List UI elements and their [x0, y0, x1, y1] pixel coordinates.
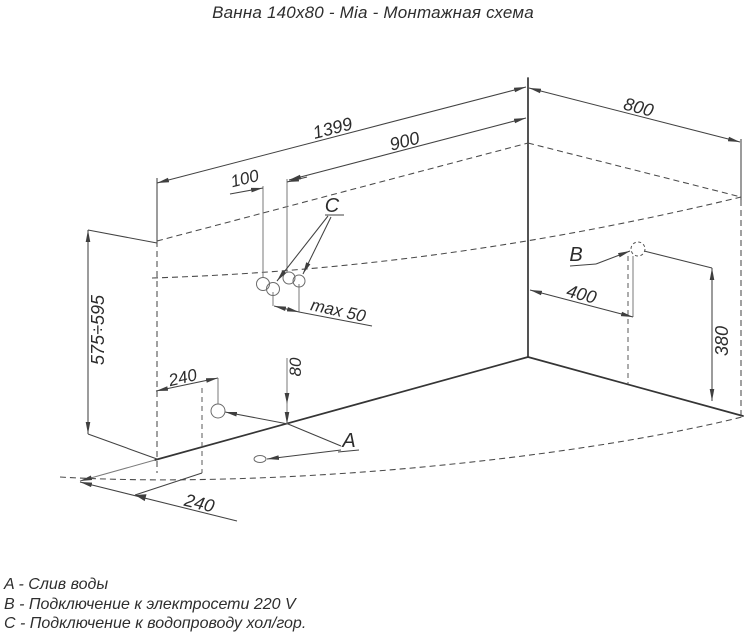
- drain-connection-icon: [210, 403, 226, 419]
- water-connection-icon: [266, 282, 280, 296]
- legend-item-water: C - Подключение к водопроводу хол/гор.: [4, 615, 307, 632]
- dim-240-bottom-label: 240: [181, 490, 216, 517]
- dim-height-label: 575÷595: [88, 294, 108, 365]
- dim-length-label: 1399: [311, 113, 355, 142]
- dimension-length: [156, 86, 742, 241]
- room-corner-structure: [154, 77, 744, 461]
- dim-80-label: 80: [286, 357, 305, 376]
- dim-100-label: 100: [229, 166, 262, 191]
- dim-380-label: 380: [712, 326, 732, 356]
- drain-hole-icon: [253, 455, 267, 463]
- dimension-labels: 1399 900 800 100 max 50 575÷595 240 80 2…: [88, 94, 732, 517]
- dim-400-label: 400: [564, 281, 598, 308]
- drawing-title: Ванна 140x80 - Mia - Монтажная схема: [212, 3, 534, 22]
- marker-a-label: A: [341, 430, 355, 452]
- dim-240-top-label: 240: [166, 365, 199, 390]
- dimension-rim-height: [85, 229, 158, 460]
- water-connection-icon: [256, 277, 270, 291]
- marker-b-label: B: [569, 244, 582, 266]
- electric-connection-icon: [630, 241, 646, 257]
- dim-width-label: 800: [621, 94, 655, 121]
- connection-points: [210, 214, 646, 463]
- legend-item-electric: B - Подключение к электросети 220 V: [4, 595, 296, 613]
- dimension-drain: [79, 358, 360, 522]
- water-connection-icon: [292, 274, 306, 288]
- legend-item-drain: A - Слив воды: [4, 576, 109, 593]
- dimension-water-connections: [229, 176, 373, 327]
- dim-900-label: 900: [387, 128, 421, 155]
- marker-c-label: C: [325, 195, 340, 217]
- bathtub-hidden-edges: [59, 142, 743, 481]
- legend: A - Слив воды B - Подключение к электрос…: [4, 575, 306, 633]
- dim-max50-label: max 50: [309, 295, 368, 326]
- dimension-electric: [529, 250, 715, 401]
